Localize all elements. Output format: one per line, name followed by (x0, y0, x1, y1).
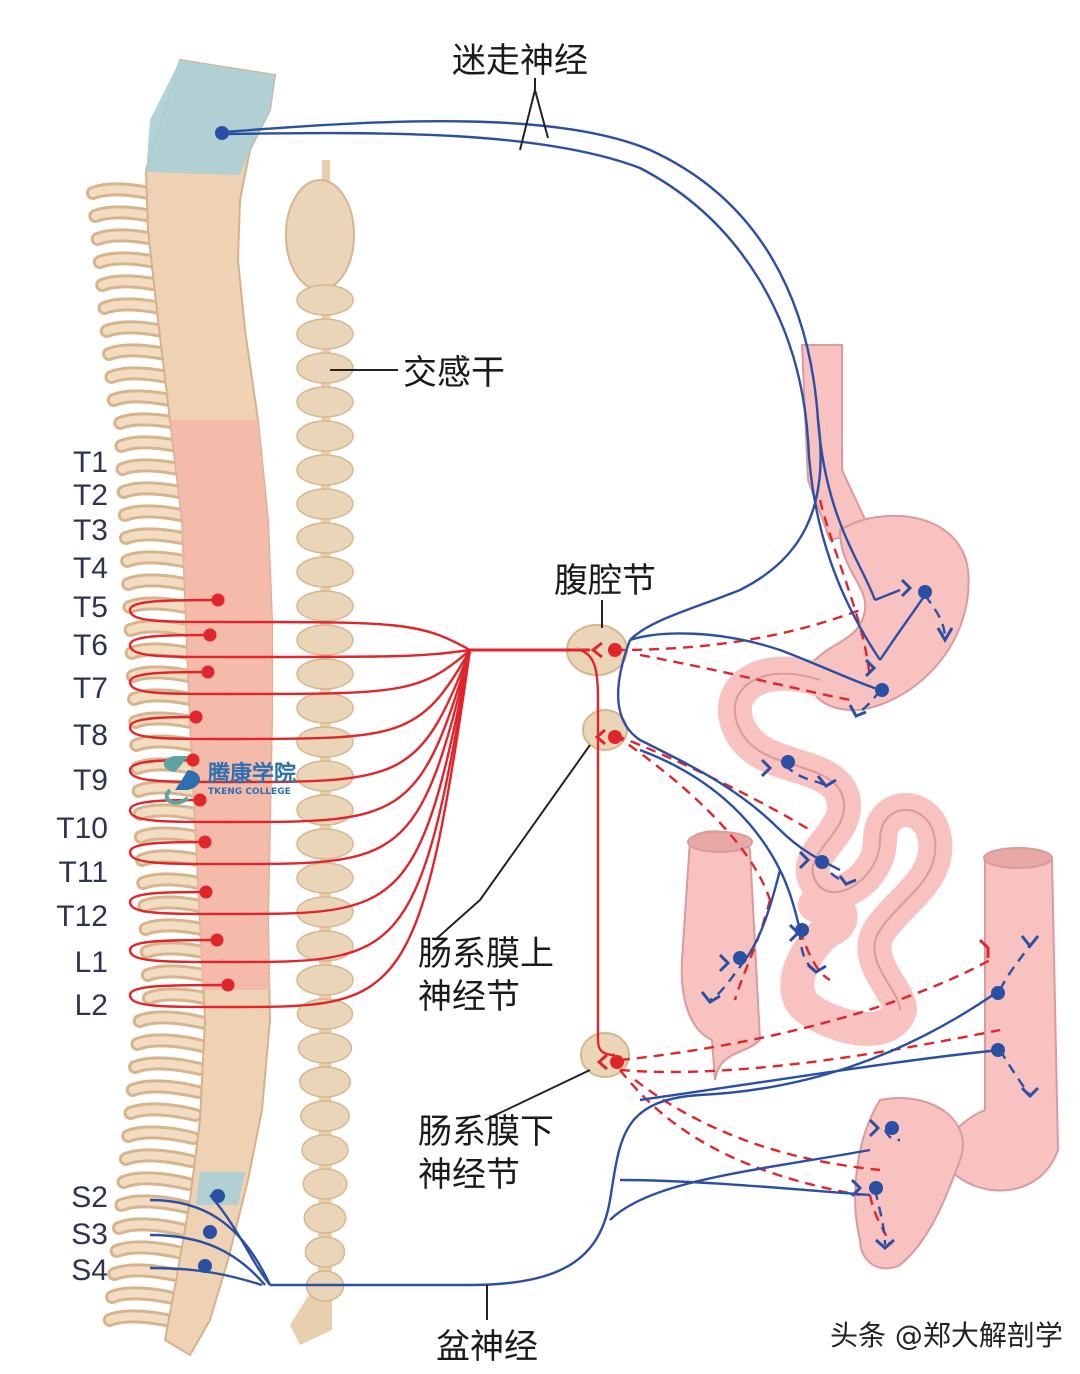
segment-label-t6: T6 (73, 629, 108, 662)
logo-subtitle: TKENG COLLEGE (208, 787, 291, 797)
sympathetic-cell-t10 (193, 793, 207, 807)
sympathetic-cell-t6 (203, 628, 217, 642)
sympathetic-fibres (128, 593, 616, 1057)
sympathetic-cell-l2 (221, 978, 235, 992)
logo-mark-icon (163, 756, 200, 805)
sacral-zone (196, 1172, 245, 1205)
leader-lines (434, 78, 603, 1121)
sup-mesenteric-label-line2: 神经节 (418, 977, 520, 1017)
small-intestine (717, 656, 953, 1046)
segment-label-t4: T4 (73, 552, 108, 585)
spinal-column (86, 58, 277, 1357)
pelvic-nerve-label: 盆神经 (436, 1327, 538, 1367)
ganglion-dots-blue (215, 126, 1005, 1195)
sympathetic-cell-t7 (201, 665, 215, 679)
celiac-ganglion-label: 腹腔节 (554, 561, 656, 601)
cervical-zone (146, 60, 275, 175)
segment-label-t11: T11 (59, 856, 108, 889)
segment-label-s4: S4 (71, 1254, 108, 1287)
sympathetic-trunk-label: 交感干 (403, 353, 505, 393)
segment-label-t1: T1 (73, 446, 108, 479)
segment-label-s3: S3 (71, 1218, 108, 1251)
segment-label-l2: L2 (75, 989, 108, 1022)
trunk-ganglia (296, 284, 354, 1302)
sup-mesenteric-label-line1: 肠系膜上 (418, 934, 554, 974)
segment-label-t3: T3 (73, 514, 108, 547)
inf-mesenteric-label-line2: 神经节 (418, 1155, 520, 1195)
segment-label-l1: L1 (75, 946, 108, 979)
sympathetic-trunk (285, 160, 398, 1345)
sympathetic-postganglionic (614, 499, 1001, 1246)
sympathetic-cell-t8 (189, 710, 203, 724)
segment-label-t10: T10 (56, 812, 108, 845)
vagus-label: 迷走神经 (452, 41, 588, 81)
college-logo: 腾康学院 TKENG COLLEGE (163, 756, 296, 805)
stomach (809, 514, 970, 712)
segment-label-t12: T12 (56, 900, 108, 933)
sympathetic-cell-t5 (211, 593, 225, 607)
sympathetic-cell-t9 (186, 753, 200, 767)
segment-label-s2: S2 (71, 1181, 108, 1214)
sympathetic-synapses (590, 641, 990, 1071)
segment-label-t2: T2 (73, 479, 108, 512)
sympathetic-descending-fibre (579, 648, 616, 1057)
parasympathetic-synapses (700, 578, 1040, 1251)
segment-label-t5: T5 (73, 591, 108, 624)
sacral-dots (198, 1189, 225, 1273)
inf-mesenteric-label-line1: 肠系膜下 (418, 1112, 554, 1152)
sympathetic-cell-t11 (198, 835, 212, 849)
ganglion-dots-red (608, 643, 624, 1069)
logo-title: 腾康学院 (208, 761, 296, 787)
sympathetic-cell-t12 (199, 885, 213, 899)
sympathetic-cell-l1 (210, 933, 224, 947)
sympathetic-loop-l2 (128, 648, 590, 1009)
segment-label-t7: T7 (73, 672, 108, 705)
digestive-organs (680, 344, 1060, 1270)
watermark: 头条 @郑大解剖学 (830, 1319, 1063, 1352)
segment-label-t8: T8 (73, 719, 108, 752)
segment-label-t9: T9 (73, 764, 108, 797)
parasympathetic-fibres (149, 120, 1001, 1320)
thoracolumbar-zone (170, 420, 272, 990)
